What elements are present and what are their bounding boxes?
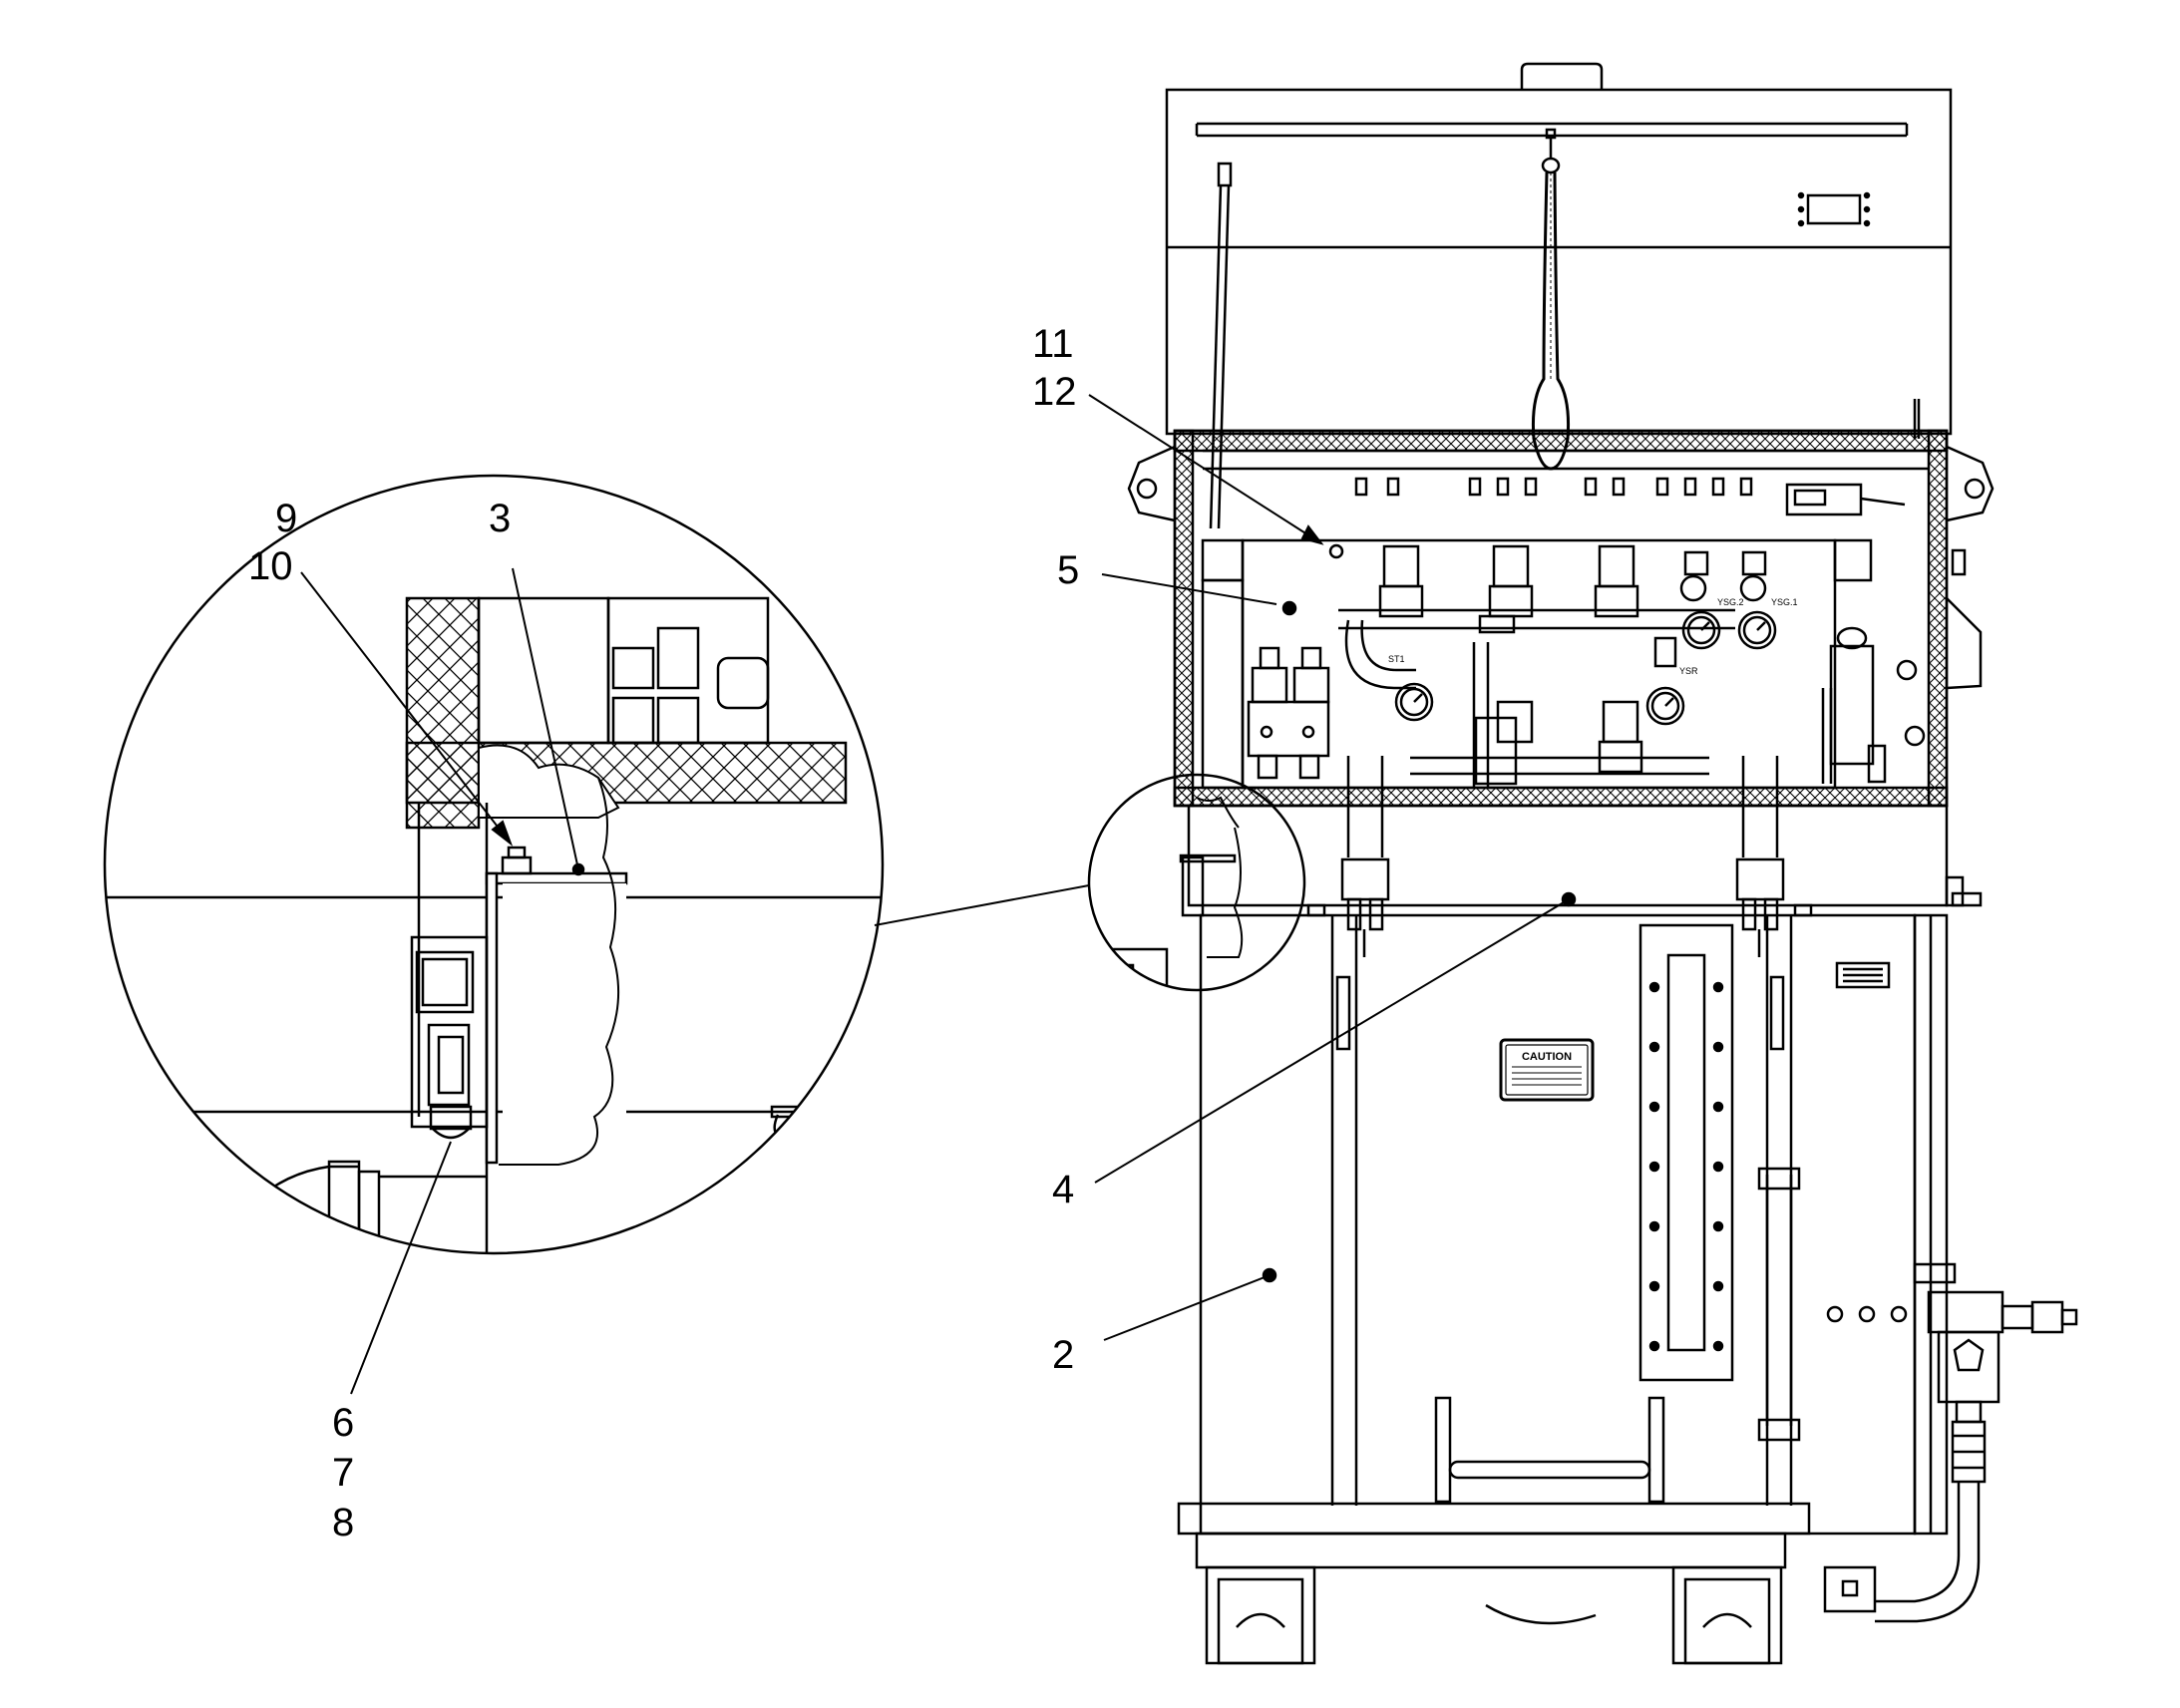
ysr-label: YSR — [1679, 666, 1698, 676]
callout-7: 7 — [332, 1451, 354, 1495]
cylinder — [1821, 626, 1926, 784]
lower-cabinet — [1199, 913, 1917, 1536]
side-fittings — [1875, 1290, 2078, 1623]
panel-labels: CAUTION ST1 YSG.2 YSG.1 YSR — [1388, 597, 1798, 1063]
front-handle — [1434, 1396, 1665, 1504]
leader-2 — [1103, 1274, 1271, 1341]
callout-9: 9 — [275, 497, 297, 540]
callout-4: 4 — [1052, 1168, 1074, 1211]
callout-8: 8 — [332, 1501, 354, 1544]
left-ear — [1127, 445, 1176, 522]
right-ear — [1946, 445, 1995, 522]
latch-right — [1735, 756, 1785, 957]
callout-10: 10 — [248, 544, 293, 588]
side-bracket — [1946, 597, 1983, 690]
callout-labels: 11 12 5 4 2 9 10 3 6 7 8 — [248, 322, 1079, 1544]
ysg2-label: YSG.2 — [1717, 597, 1744, 607]
regulator-block — [1247, 646, 1330, 780]
st1-label: ST1 — [1388, 654, 1405, 664]
lid-display — [1806, 193, 1862, 225]
leader-4 — [1094, 898, 1570, 1184]
detail-connector-line — [874, 884, 1090, 926]
leader-9-10 — [300, 571, 512, 845]
callout-6: 6 — [332, 1401, 354, 1445]
latch-left — [1340, 756, 1390, 957]
detail-circle — [103, 474, 885, 1255]
connector-row — [1354, 477, 1753, 497]
callout-11: 11 — [1032, 322, 1074, 366]
ysg1-label: YSG.1 — [1771, 597, 1798, 607]
leader-11-12 — [1088, 394, 1322, 544]
caution-placard — [1499, 1038, 1595, 1102]
callout-3: 3 — [489, 497, 511, 540]
equipment-cabinet — [1127, 62, 2078, 1665]
manifold-piping — [1338, 608, 1735, 788]
lid-handle — [1520, 62, 1604, 90]
solenoid-valves — [1378, 544, 1643, 786]
base-frame — [1177, 1502, 1811, 1536]
sight-glass — [1638, 923, 1734, 1382]
detail-marker-circle — [1087, 773, 1306, 992]
leader-lines — [300, 394, 1570, 1395]
lid-stay-top — [1217, 162, 1233, 187]
pressure-gauges — [1394, 550, 1777, 726]
mid-tray — [1187, 804, 1949, 907]
leader-6-7-8 — [350, 1141, 452, 1395]
leader-3 — [512, 567, 579, 870]
leader-5 — [1101, 573, 1277, 605]
callout-2: 2 — [1052, 1333, 1074, 1377]
callout-5: 5 — [1057, 548, 1079, 592]
caution-label: CAUTION — [1522, 1051, 1572, 1063]
callout-12: 12 — [1032, 370, 1077, 414]
detail-view — [103, 474, 885, 1255]
